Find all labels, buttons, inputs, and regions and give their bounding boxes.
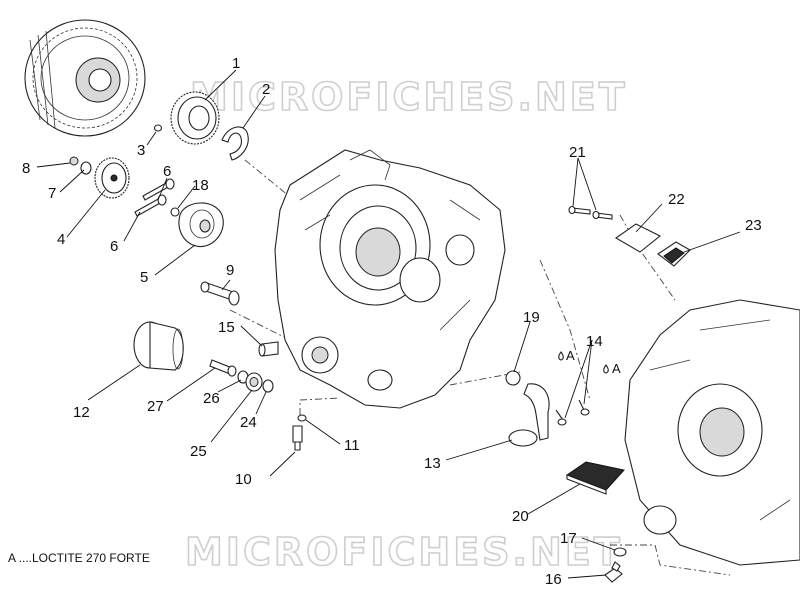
washer-24	[262, 379, 274, 393]
callout-23: 23	[745, 217, 762, 234]
callout-7: 7	[48, 185, 56, 202]
fitting-27	[209, 359, 237, 377]
callout-1: 1	[232, 55, 240, 72]
drain-plug-16	[604, 561, 623, 583]
oil-pump-5	[178, 202, 224, 248]
spacer-15	[258, 341, 279, 357]
washer-7	[80, 161, 92, 175]
callout-4: 4	[57, 231, 65, 248]
callout-18: 18	[192, 177, 209, 194]
callout-2: 2	[262, 81, 270, 98]
strainer-20	[565, 461, 625, 495]
callout-12: 12	[73, 404, 90, 421]
circlip-2	[221, 126, 249, 161]
callout-11: 11	[344, 437, 360, 454]
screws-14	[555, 399, 590, 426]
callout-26: 26	[203, 390, 220, 407]
crankcase-left	[274, 149, 506, 409]
loctite-mark-a: A	[566, 348, 575, 363]
callout-10: 10	[235, 471, 252, 488]
gear-1	[170, 91, 220, 145]
gear-4	[94, 157, 130, 199]
callout-labels: 1 2 3 4 5 6 6 7 8 9 10 11 12 13 14 15 16…	[22, 55, 762, 588]
loctite-drop-icon	[558, 351, 564, 361]
callout-15: 15	[218, 319, 235, 336]
oring-19	[505, 370, 521, 386]
loctite-note: A ....LOCTITE 270 FORTE	[8, 551, 150, 565]
callout-22: 22	[668, 191, 685, 208]
loctite-mark-a: A	[612, 361, 621, 376]
callout-5: 5	[140, 269, 148, 286]
callout-27: 27	[147, 398, 164, 415]
callout-20: 20	[512, 508, 529, 525]
callout-19: 19	[523, 309, 540, 326]
washer-17	[613, 547, 627, 557]
filter-cover-12	[133, 321, 184, 371]
filter-9	[200, 281, 240, 306]
sensor-10	[292, 425, 303, 451]
pickup-13	[508, 383, 550, 447]
leader-lines	[36, 69, 741, 579]
callout-6: 6	[163, 163, 171, 180]
callout-14: 14	[586, 333, 603, 350]
washer-11	[297, 414, 307, 422]
cover-23	[657, 241, 691, 267]
watermark-bottom: MICROFICHES.NET	[185, 530, 623, 574]
callout-13: 13	[424, 455, 441, 472]
watermark-top: MICROFICHES.NET	[190, 75, 628, 119]
callout-21: 21	[569, 144, 586, 161]
gasket-22	[614, 223, 662, 253]
callout-17: 17	[560, 530, 577, 547]
ring-18	[170, 207, 180, 217]
nut-8	[69, 156, 79, 166]
callout-6b: 6	[110, 238, 118, 255]
loctite-drop-icon	[603, 364, 609, 374]
screws-6	[134, 178, 175, 217]
callout-8: 8	[22, 160, 30, 177]
bolts-21	[568, 205, 613, 220]
union-25	[245, 372, 263, 392]
callout-9: 9	[226, 262, 234, 279]
clutch-basket	[24, 19, 146, 137]
callout-24: 24	[240, 414, 257, 431]
callout-3: 3	[137, 142, 145, 159]
pin-3	[153, 124, 163, 132]
callout-16: 16	[545, 571, 562, 588]
crankcase-right	[624, 299, 800, 566]
callout-25: 25	[190, 443, 207, 460]
